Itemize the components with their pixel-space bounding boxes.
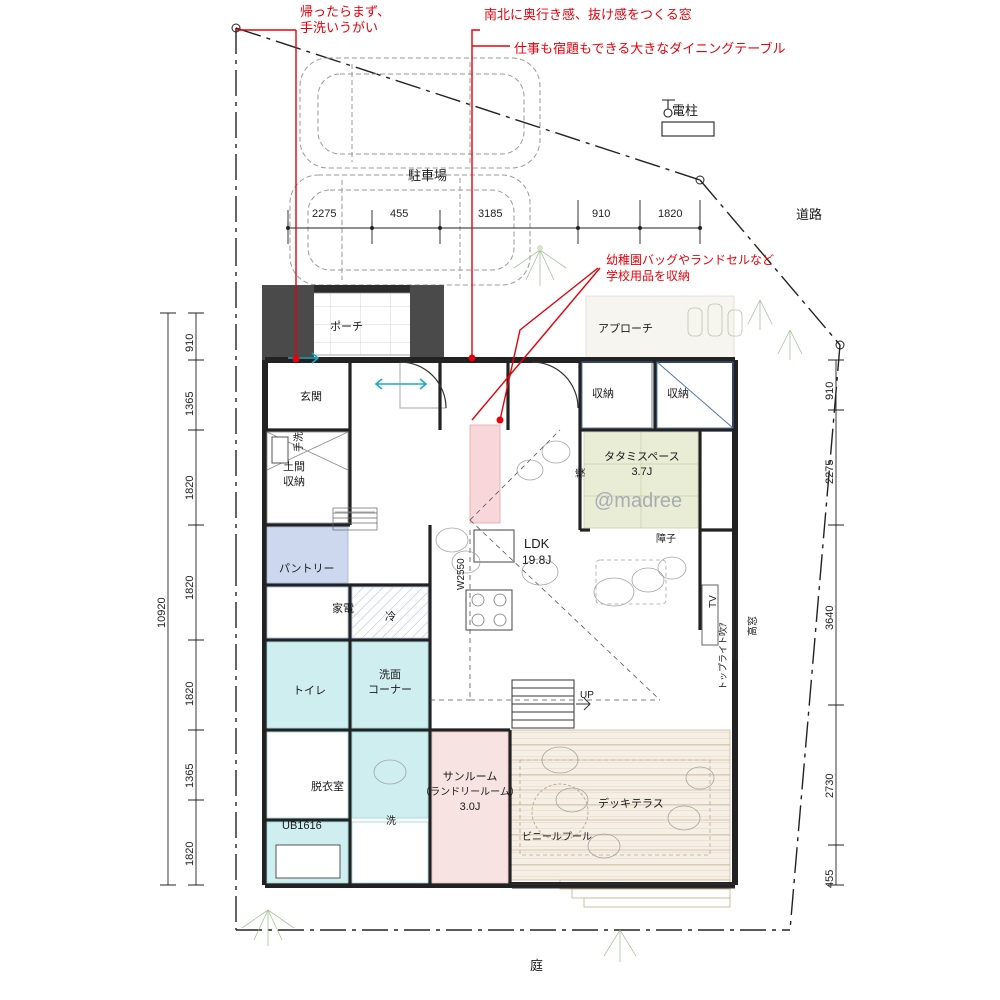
dim-left-6: 1820 [184,841,196,866]
room-label-tatami-l2: 3.7J [631,466,653,478]
dim-left-2: 1820 [184,475,196,500]
annotation-window: 南北に奥行き感、抜け感をつくる窓 [484,7,692,22]
label-electric-pole: 電柱 [672,103,699,118]
room-label-sunroom-l1: サンルーム [442,771,498,783]
dim-left-total: 10920 [156,597,168,628]
room-label-washbasin-l1: 洗面 [379,669,401,681]
annotation-handwash: 帰ったらまず、 手洗いうがい [300,4,390,36]
dim-right-2: 3640 [824,605,836,630]
room-label-tatami: タタミスペース 3.7J [604,450,680,480]
dim-left-0: 910 [184,333,196,352]
annotation-storage: 幼稚園バッグやランドセルなど 学校用品を収納 [606,252,774,284]
label-parking: 駐車場 [408,168,448,183]
dim-top-4: 1820 [658,208,683,220]
dim-right-4: 455 [824,869,836,888]
room-label-doma-l2: 収納 [283,476,305,488]
dim-top-0: 2275 [312,208,337,220]
room-label-washbasin-l2: コーナー [368,684,412,696]
dim-right-0: 910 [824,381,836,400]
room-label-datsui: 脱衣室 [311,781,344,793]
label-w2550: W2550 [456,558,467,590]
label-shoji: 障子 [656,534,676,545]
annotation-storage-line2: 学校用品を収納 [606,269,691,283]
label-tv: TV [708,595,719,608]
label-fusuma: 襖 [576,468,587,478]
annotation-handwash-line1: 帰ったらまず、 [300,4,391,19]
room-label-deck: デッキテラス [598,798,664,810]
dim-right-3: 2730 [824,773,836,798]
label-garden: 庭 [530,958,544,973]
room-label-doma: 土間 収納 [283,460,305,490]
label-toplight: トップライト吹ｱ [718,622,728,690]
room-label-washbasin: 洗面 コーナー [356,668,424,698]
annotation-dining-table: 仕事も宿題もできる大きなダイニングテーブル [514,41,786,56]
label-up: UP [580,690,594,701]
room-label-washer: 洗 [386,816,396,827]
dim-left-5: 1365 [184,763,196,788]
room-label-entrance: 玄関 [300,391,322,403]
room-label-sunroom-l2: （ランドリールーム） [420,787,520,798]
room-label-kaden: 家電 [332,603,354,615]
room-label-ldk-l1: LDK [524,536,550,551]
dim-left-3: 1820 [184,575,196,600]
dim-top-2: 3185 [478,208,503,220]
room-label-ldk-l2: 19.8J [522,553,552,567]
room-label-storage-2: 収納 [667,388,689,400]
watermark: @madree [594,490,683,512]
room-label-approach: アプローチ [598,323,653,335]
annotation-handwash-line2: 手洗いうがい [300,20,379,35]
label-high-window: 高窓 [748,616,759,636]
room-label-ldk: LDK 19.8J [522,536,551,568]
dim-left-4: 1820 [184,681,196,706]
annotation-storage-line1: 幼稚園バッグやランドセルなど [606,253,775,267]
room-label-sunroom: サンルーム （ランドリールーム） 3.0J [418,770,522,815]
room-label-tatami-l1: タタミスペース [604,451,680,463]
room-label-pool: ビニールプール [522,832,592,843]
room-label-doma-l1: 土間 [283,461,305,473]
dim-right-1: 2275 [824,459,836,484]
room-label-pantry: パントリー [279,563,335,575]
room-label-storage-1: 収納 [592,388,614,400]
room-label-tearai: 手洗 [294,432,305,452]
room-label-toilet: トイレ [293,685,326,697]
label-road: 道路 [796,207,823,222]
dim-top-3: 910 [592,208,611,220]
dim-left-1: 1365 [184,391,196,416]
room-label-sunroom-l3: 3.0J [459,801,481,813]
dim-top-1: 455 [390,208,409,220]
room-label-porch: ポーチ [330,321,363,333]
room-label-ub: UB1616 [282,820,322,832]
room-label-fridge: 冷 [385,611,396,623]
